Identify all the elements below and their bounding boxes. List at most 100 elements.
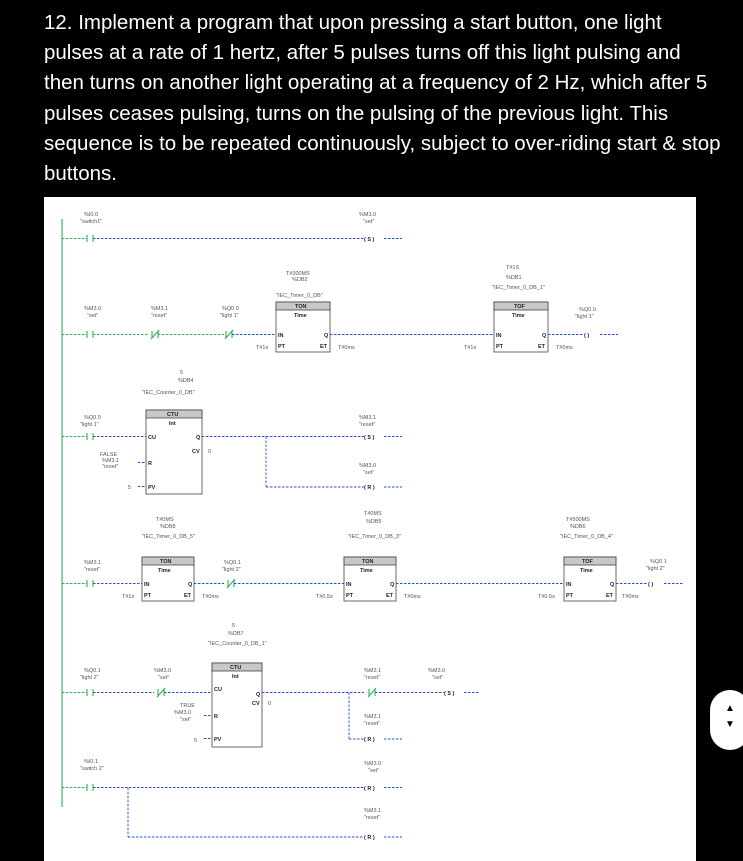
svg-text:%M3.0: %M3.0 — [154, 668, 171, 674]
coil-address: %M3.0 — [359, 212, 376, 218]
svg-text:Q: Q — [610, 582, 615, 588]
svg-text:Time: Time — [580, 568, 593, 574]
svg-text:%Q0.0: %Q0.0 — [84, 415, 101, 421]
coil-set-reset-2[interactable]: %M3.0 "set" ( R ) — [364, 761, 381, 792]
svg-text:FALSE: FALSE — [100, 452, 117, 458]
svg-text:"set": "set" — [87, 313, 98, 319]
svg-text:%DB7: %DB7 — [228, 631, 244, 637]
svg-text:%M3.1: %M3.1 — [364, 668, 381, 674]
coil-reset-reset-2[interactable]: %M3.1 "reset" ( R ) — [364, 808, 381, 841]
svg-text:T#0ms: T#0ms — [404, 594, 421, 600]
svg-text:TRUE: TRUE — [180, 703, 195, 709]
coil-reset-reset[interactable]: %M3.1 "reset" ( R ) — [364, 714, 381, 743]
svg-text:"IEC_Timer_0_DB_3": "IEC_Timer_0_DB_3" — [348, 534, 401, 540]
svg-text:T#1s: T#1s — [256, 345, 268, 351]
svg-text:ET: ET — [320, 344, 328, 350]
svg-text:"set": "set" — [363, 470, 374, 476]
coil-set[interactable]: %M3.0 "set" ( S ) — [359, 212, 376, 243]
contact-reset-nc[interactable]: %M3.1 "reset" — [150, 306, 168, 340]
svg-text:Time: Time — [294, 313, 307, 319]
svg-text:( R ): ( R ) — [364, 737, 375, 743]
svg-text:Int: Int — [169, 421, 176, 427]
coil-reset-set[interactable]: %M3.1 "reset" ( S ) — [359, 415, 376, 441]
svg-text:%Q0.0: %Q0.0 — [222, 306, 239, 312]
coil-light1[interactable]: %Q0.0 "light 1" ( ) — [575, 307, 596, 339]
timer-ton-2[interactable]: T#0MS %DB8 "IEC_Timer_0_DB_5" TON Time I… — [122, 517, 219, 602]
svg-text:ET: ET — [538, 344, 546, 350]
svg-text:IN: IN — [496, 333, 502, 339]
timer-tof-1[interactable]: T#1S %DB1 "IEC_Timer_0_DB_1" TOF Time IN… — [464, 265, 573, 353]
svg-text:( R ): ( R ) — [364, 786, 375, 792]
svg-text:PT: PT — [496, 344, 504, 350]
svg-text:IN: IN — [278, 333, 284, 339]
svg-text:CU: CU — [148, 435, 156, 441]
svg-text:%Q0.1: %Q0.1 — [84, 668, 101, 674]
svg-text:CU: CU — [214, 687, 222, 693]
contact-light2[interactable]: %Q0.1 "light 2" — [80, 668, 101, 696]
svg-text:%M3.1: %M3.1 — [364, 808, 381, 814]
svg-text:T#1s: T#1s — [464, 345, 476, 351]
counter-ctu-2[interactable]: 5 %DB7 "IEC_Counter_0_DB_1" CTU Int CU R… — [174, 623, 271, 748]
svg-text:5: 5 — [128, 485, 131, 491]
svg-text:%M3.0: %M3.0 — [364, 761, 381, 767]
svg-text:PT: PT — [144, 593, 152, 599]
svg-text:%DB6: %DB6 — [570, 524, 586, 530]
svg-text:%M3.0: %M3.0 — [84, 306, 101, 312]
svg-text:"light 1": "light 1" — [220, 313, 239, 319]
svg-text:0: 0 — [208, 449, 211, 455]
arrow-up-icon[interactable]: ▲ — [725, 703, 735, 714]
contact-set[interactable]: %M3.0 "set" — [84, 306, 101, 338]
coil-light2[interactable]: %Q0.1 "light 2" ( ) — [646, 559, 667, 588]
svg-text:ET: ET — [386, 593, 394, 599]
svg-text:TON: TON — [160, 559, 172, 565]
svg-text:%DB2: %DB2 — [292, 277, 308, 283]
svg-text:T#0.5s: T#0.5s — [316, 594, 333, 600]
svg-text:PV: PV — [148, 485, 156, 491]
svg-text:PT: PT — [346, 593, 354, 599]
network-4: %M3.1 "reset" T#0MS %DB8 "IEC_Timer_0_DB… — [62, 511, 684, 602]
svg-text:ET: ET — [184, 593, 192, 599]
svg-text:%M3.1: %M3.1 — [151, 306, 168, 312]
svg-text:"IEC_Timer_0_DB_4": "IEC_Timer_0_DB_4" — [560, 534, 613, 540]
timer-ton-3[interactable]: T#0MS %DB5 "IEC_Timer_0_DB_3" TON Time I… — [316, 511, 421, 602]
coil-set-set[interactable]: %M3.0 "set" ( S ) — [428, 668, 455, 697]
timer-tof-2[interactable]: T#500MS %DB6 "IEC_Timer_0_DB_4" TOF Time… — [538, 517, 639, 602]
svg-text:%Q0.0: %Q0.0 — [579, 307, 596, 313]
svg-text:%M3.1: %M3.1 — [102, 458, 119, 464]
svg-text:R: R — [148, 461, 152, 467]
svg-text:"light 2": "light 2" — [80, 675, 99, 681]
network-2: %M3.0 "set" %M3.1 "reset" %Q0.0 "light 1… — [62, 265, 618, 353]
contact-switch1[interactable]: %I0.0 "switch1" — [80, 212, 102, 242]
svg-text:CV: CV — [192, 449, 200, 455]
page-nav-control[interactable]: ▲ ▼ — [710, 690, 743, 750]
svg-text:T#0ms: T#0ms — [622, 594, 639, 600]
network-1: %I0.0 "switch1" %M3.0 "set" ( S ) — [62, 212, 402, 243]
svg-text:"reset": "reset" — [84, 567, 100, 573]
contact-reset-nc-2[interactable]: %M3.1 "reset" — [364, 668, 381, 698]
contact-reset[interactable]: %M3.1 "reset" — [84, 560, 101, 587]
arrow-down-icon[interactable]: ▼ — [725, 719, 735, 730]
svg-text:%I0.1: %I0.1 — [84, 759, 98, 765]
svg-text:CV: CV — [252, 701, 260, 707]
contact-set-nc[interactable]: %M3.0 "set" — [154, 668, 171, 698]
timer-ton-1[interactable]: T#300MS %DB2 "IEC_Timer_0_DB" TON Time I… — [256, 271, 355, 353]
network-3: 5 %DB4 "IEC_Counter_0_DB" CTU Int CU R P… — [62, 370, 402, 495]
svg-text:"set": "set" — [432, 675, 443, 681]
svg-text:Q: Q — [196, 435, 201, 441]
contact-switch2[interactable]: %I0.1 "switch 2" — [80, 759, 104, 791]
svg-text:5: 5 — [194, 738, 197, 744]
coil-set-reset[interactable]: %M3.0 "set" ( R ) — [359, 463, 376, 491]
svg-text:"light 2": "light 2" — [646, 566, 665, 572]
svg-text:"light 1": "light 1" — [80, 422, 99, 428]
svg-text:"set": "set" — [368, 768, 379, 774]
coil-name: "set" — [363, 219, 374, 225]
coil-symbol: ( S ) — [364, 237, 375, 243]
question-text: 12. Implement a program that upon pressi… — [44, 11, 721, 186]
svg-text:"reset": "reset" — [151, 313, 167, 319]
svg-text:%M3.1: %M3.1 — [364, 714, 381, 720]
svg-text:"switch 2": "switch 2" — [80, 766, 104, 772]
contact-light1-nc[interactable]: %Q0.0 "light 1" — [220, 306, 239, 340]
counter-ctu-1[interactable]: 5 %DB4 "IEC_Counter_0_DB" CTU Int CU R P… — [100, 370, 211, 495]
svg-text:IN: IN — [346, 582, 352, 588]
network-5: 5 %DB7 "IEC_Counter_0_DB_1" CTU Int CU R… — [62, 623, 480, 748]
